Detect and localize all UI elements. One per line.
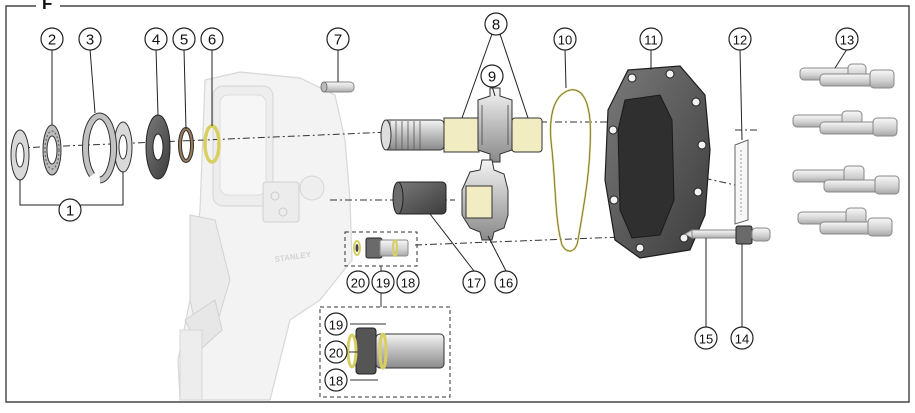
svg-text:11: 11	[644, 33, 658, 48]
tool-housing: STANLEY	[177, 71, 353, 401]
svg-text:2: 2	[48, 32, 56, 49]
svg-text:14: 14	[735, 332, 749, 347]
callout-13: 13	[835, 27, 859, 51]
part-3-retaining-ring	[82, 112, 117, 184]
callout-6: 6	[200, 27, 224, 51]
svg-text:4: 4	[152, 32, 160, 49]
svg-text:20: 20	[329, 346, 343, 361]
figure-frame	[5, 5, 910, 403]
svg-text:16: 16	[499, 276, 513, 291]
part-17-bushing	[392, 181, 447, 215]
svg-text:10: 10	[558, 33, 572, 48]
inset-callout-19: 19	[324, 312, 348, 336]
part-12-plate	[734, 139, 749, 225]
callout-16: 16	[494, 270, 518, 294]
callout-10: 10	[553, 27, 577, 51]
callout-7: 7	[326, 27, 350, 51]
part-5-washer	[178, 127, 194, 163]
callout-8: 8	[484, 12, 508, 36]
svg-text:12: 12	[733, 33, 747, 48]
callout-11: 11	[639, 27, 663, 51]
callout-14: 14	[730, 326, 754, 350]
callout-19: 19	[371, 270, 395, 294]
part-8-drive-shaft	[380, 87, 543, 163]
small-group-parts	[353, 237, 409, 259]
svg-text:3: 3	[86, 32, 94, 49]
panel-letter: F	[38, 0, 57, 14]
svg-text:13: 13	[840, 33, 854, 48]
part-2-thrust-bearing	[42, 124, 62, 176]
svg-text:18: 18	[329, 374, 343, 389]
part-16-idler-gear	[461, 159, 509, 241]
part-14-nut	[735, 225, 771, 245]
svg-text:15: 15	[699, 332, 713, 347]
part-15-pin	[683, 229, 741, 239]
inset-callout-18: 18	[324, 368, 348, 392]
inset-callout-20: 20	[324, 340, 348, 364]
callout-17: 17	[462, 270, 486, 294]
part-9-gear	[477, 87, 513, 163]
part-4-washer	[145, 114, 171, 180]
svg-text:8: 8	[492, 17, 500, 34]
svg-text:9: 9	[488, 69, 496, 86]
svg-text:20: 20	[351, 276, 365, 291]
svg-text:5: 5	[180, 32, 188, 49]
callout-18: 18	[396, 270, 420, 294]
svg-text:7: 7	[334, 32, 342, 49]
svg-text:6: 6	[208, 32, 216, 49]
part-10-gasket	[549, 88, 592, 252]
callout-2: 2	[40, 27, 64, 51]
callout-9: 9	[480, 64, 504, 88]
callouts: 1 2 3 4 5 6 7 8 9 10 11 12 13 14 15 16 1…	[40, 12, 859, 392]
leader-lines	[19, 33, 848, 327]
svg-text:17: 17	[467, 276, 481, 291]
svg-text:19: 19	[376, 276, 390, 291]
part-13-cap-screws	[792, 63, 900, 237]
callout-20: 20	[346, 270, 370, 294]
callout-12: 12	[728, 27, 752, 51]
callout-3: 3	[78, 27, 102, 51]
callout-1: 1	[58, 198, 82, 222]
svg-text:1: 1	[66, 203, 74, 220]
part-7-pin	[320, 81, 355, 93]
callout-4: 4	[144, 27, 168, 51]
callout-5: 5	[172, 27, 196, 51]
svg-text:18: 18	[401, 276, 415, 291]
callout-15: 15	[694, 326, 718, 350]
inset-parts	[346, 323, 445, 381]
svg-text:19: 19	[329, 318, 343, 333]
part-10-gasket-outline	[550, 89, 591, 252]
part-11-motor-cap	[604, 65, 711, 259]
